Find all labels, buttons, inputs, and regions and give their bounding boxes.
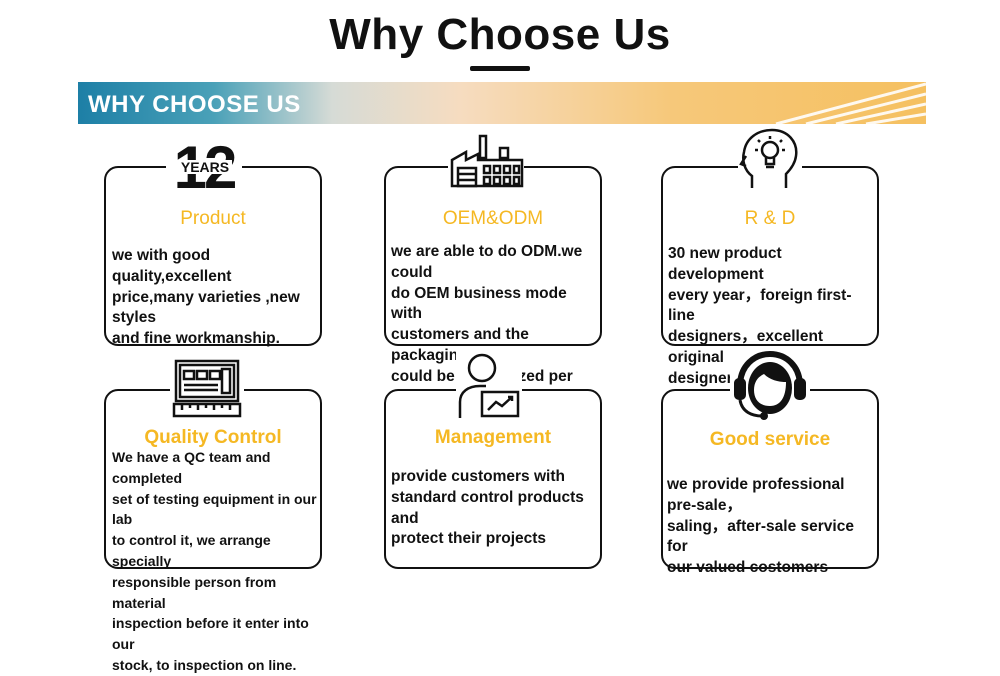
banner-gradient [78,82,926,124]
factory-icon [448,130,524,188]
banner-title: WHY CHOOSE US [88,91,301,118]
card-product: Product we with good quality,excellent p… [104,166,322,347]
testing-equipment-icon [170,358,244,420]
card-title: Quality Control [144,427,282,448]
card-oem-odm: OEM&ODM we are able to do ODM.we could d… [384,166,602,406]
card-text: 30 new product development every year，fo… [668,245,852,387]
banner-stripes-decoration [775,82,926,124]
years-label: YEARS [181,159,229,175]
card-text: we with good quality,excellent price,man… [112,247,300,348]
card-text: provide customers with standard control … [391,468,584,548]
card-title: Management [434,427,552,448]
headset-support-icon [730,350,810,424]
card-text: we provide professional pre-sale， saling… [667,476,854,577]
card-r-and-d: R & D 30 new product development every y… [661,166,879,387]
card-good-service: Good service we provide professional pre… [661,389,879,576]
manager-chart-icon [456,350,522,420]
card-title: Product [180,208,246,229]
page-title: Why Choose Us [329,10,671,59]
card-title: OEM&ODM [442,208,544,229]
12-years-icon: 12 YEARS [166,136,242,192]
section-banner: WHY CHOOSE US [78,82,926,124]
card-title: R & D [744,208,796,229]
lightbulb-head-icon [738,126,802,192]
card-title: Good service [709,429,831,450]
title-underline [470,66,530,71]
card-text: We have a QC team and completed set of t… [112,449,317,673]
